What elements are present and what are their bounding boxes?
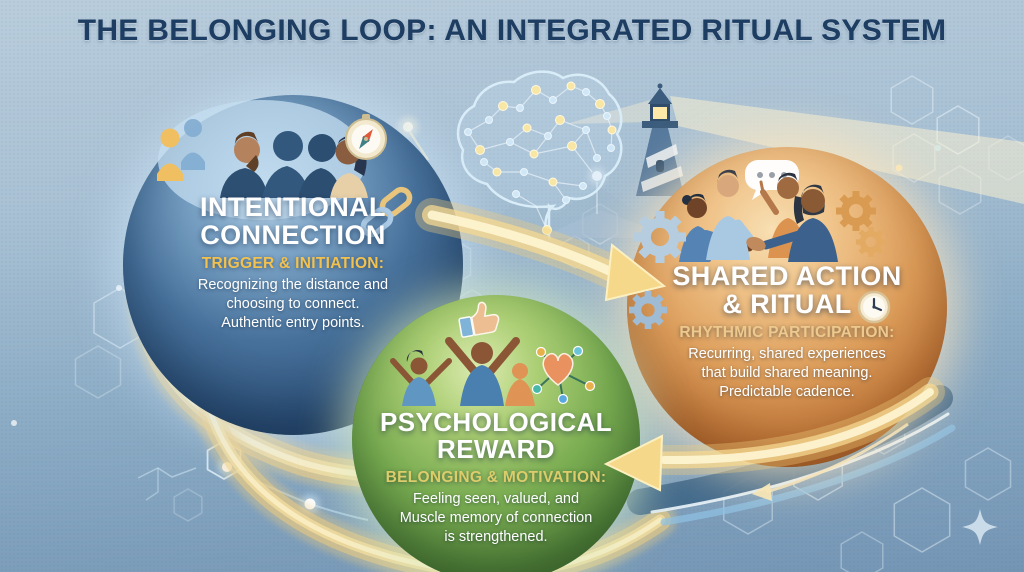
molecule-lines (11, 420, 369, 521)
heading-line: INTENTIONAL (200, 192, 386, 222)
heading-line: SHARED ACTION (672, 261, 902, 291)
heading-line: CONNECTION (200, 220, 386, 251)
body-line: Recurring, shared experiences (688, 346, 886, 363)
node-text-shared-action: SHARED ACTION & RITUAL RHYTHMIC PARTICIP… (634, 262, 940, 402)
lamp-post-icon (588, 167, 606, 214)
body-line: Predictable cadence. (719, 383, 855, 400)
body-line: Recognizing the distance and (197, 277, 389, 294)
heading-line: & RITUAL (722, 289, 852, 320)
body-line: Muscle memory of connection (399, 509, 593, 526)
node-heading: SHARED ACTION & RITUAL (634, 262, 940, 318)
body-line: Feeling seen, valued, and (412, 491, 580, 508)
node-text-psychological-reward: PSYCHOLOGICAL REWARD BELONGING & MOTIVAT… (351, 407, 641, 547)
node-text-intentional-connection: INTENTIONAL CONNECTION TRIGGER & INITIAT… (153, 193, 433, 333)
body-line: is strengthened. (444, 528, 548, 545)
body-line: choosing to connect. (226, 296, 360, 312)
sparkle-icon (962, 509, 998, 545)
node-body: Recognizing the distance and choosing to… (153, 276, 433, 333)
body-line: that build shared meaning. (701, 365, 873, 381)
body-line: Authentic entry points. (221, 314, 365, 331)
heading-line: PSYCHOLOGICAL (380, 407, 612, 437)
brain-network-icon (456, 70, 623, 241)
node-subtitle: TRIGGER & INITIATION: (201, 255, 385, 273)
node-heading: PSYCHOLOGICAL REWARD (351, 407, 641, 465)
node-heading: INTENTIONAL CONNECTION (153, 193, 433, 249)
node-body: Feeling seen, valued, and Muscle memory … (351, 490, 641, 547)
node-subtitle: BELONGING & MOTIVATION: (385, 469, 607, 487)
node-subtitle: RHYTHMIC PARTICIPATION: (679, 324, 895, 342)
page-title: THE BELONGING LOOP: AN INTEGRATED RITUAL… (77, 14, 947, 47)
heading-line: REWARD (437, 434, 555, 465)
node-body: Recurring, shared experiences that build… (634, 345, 940, 402)
